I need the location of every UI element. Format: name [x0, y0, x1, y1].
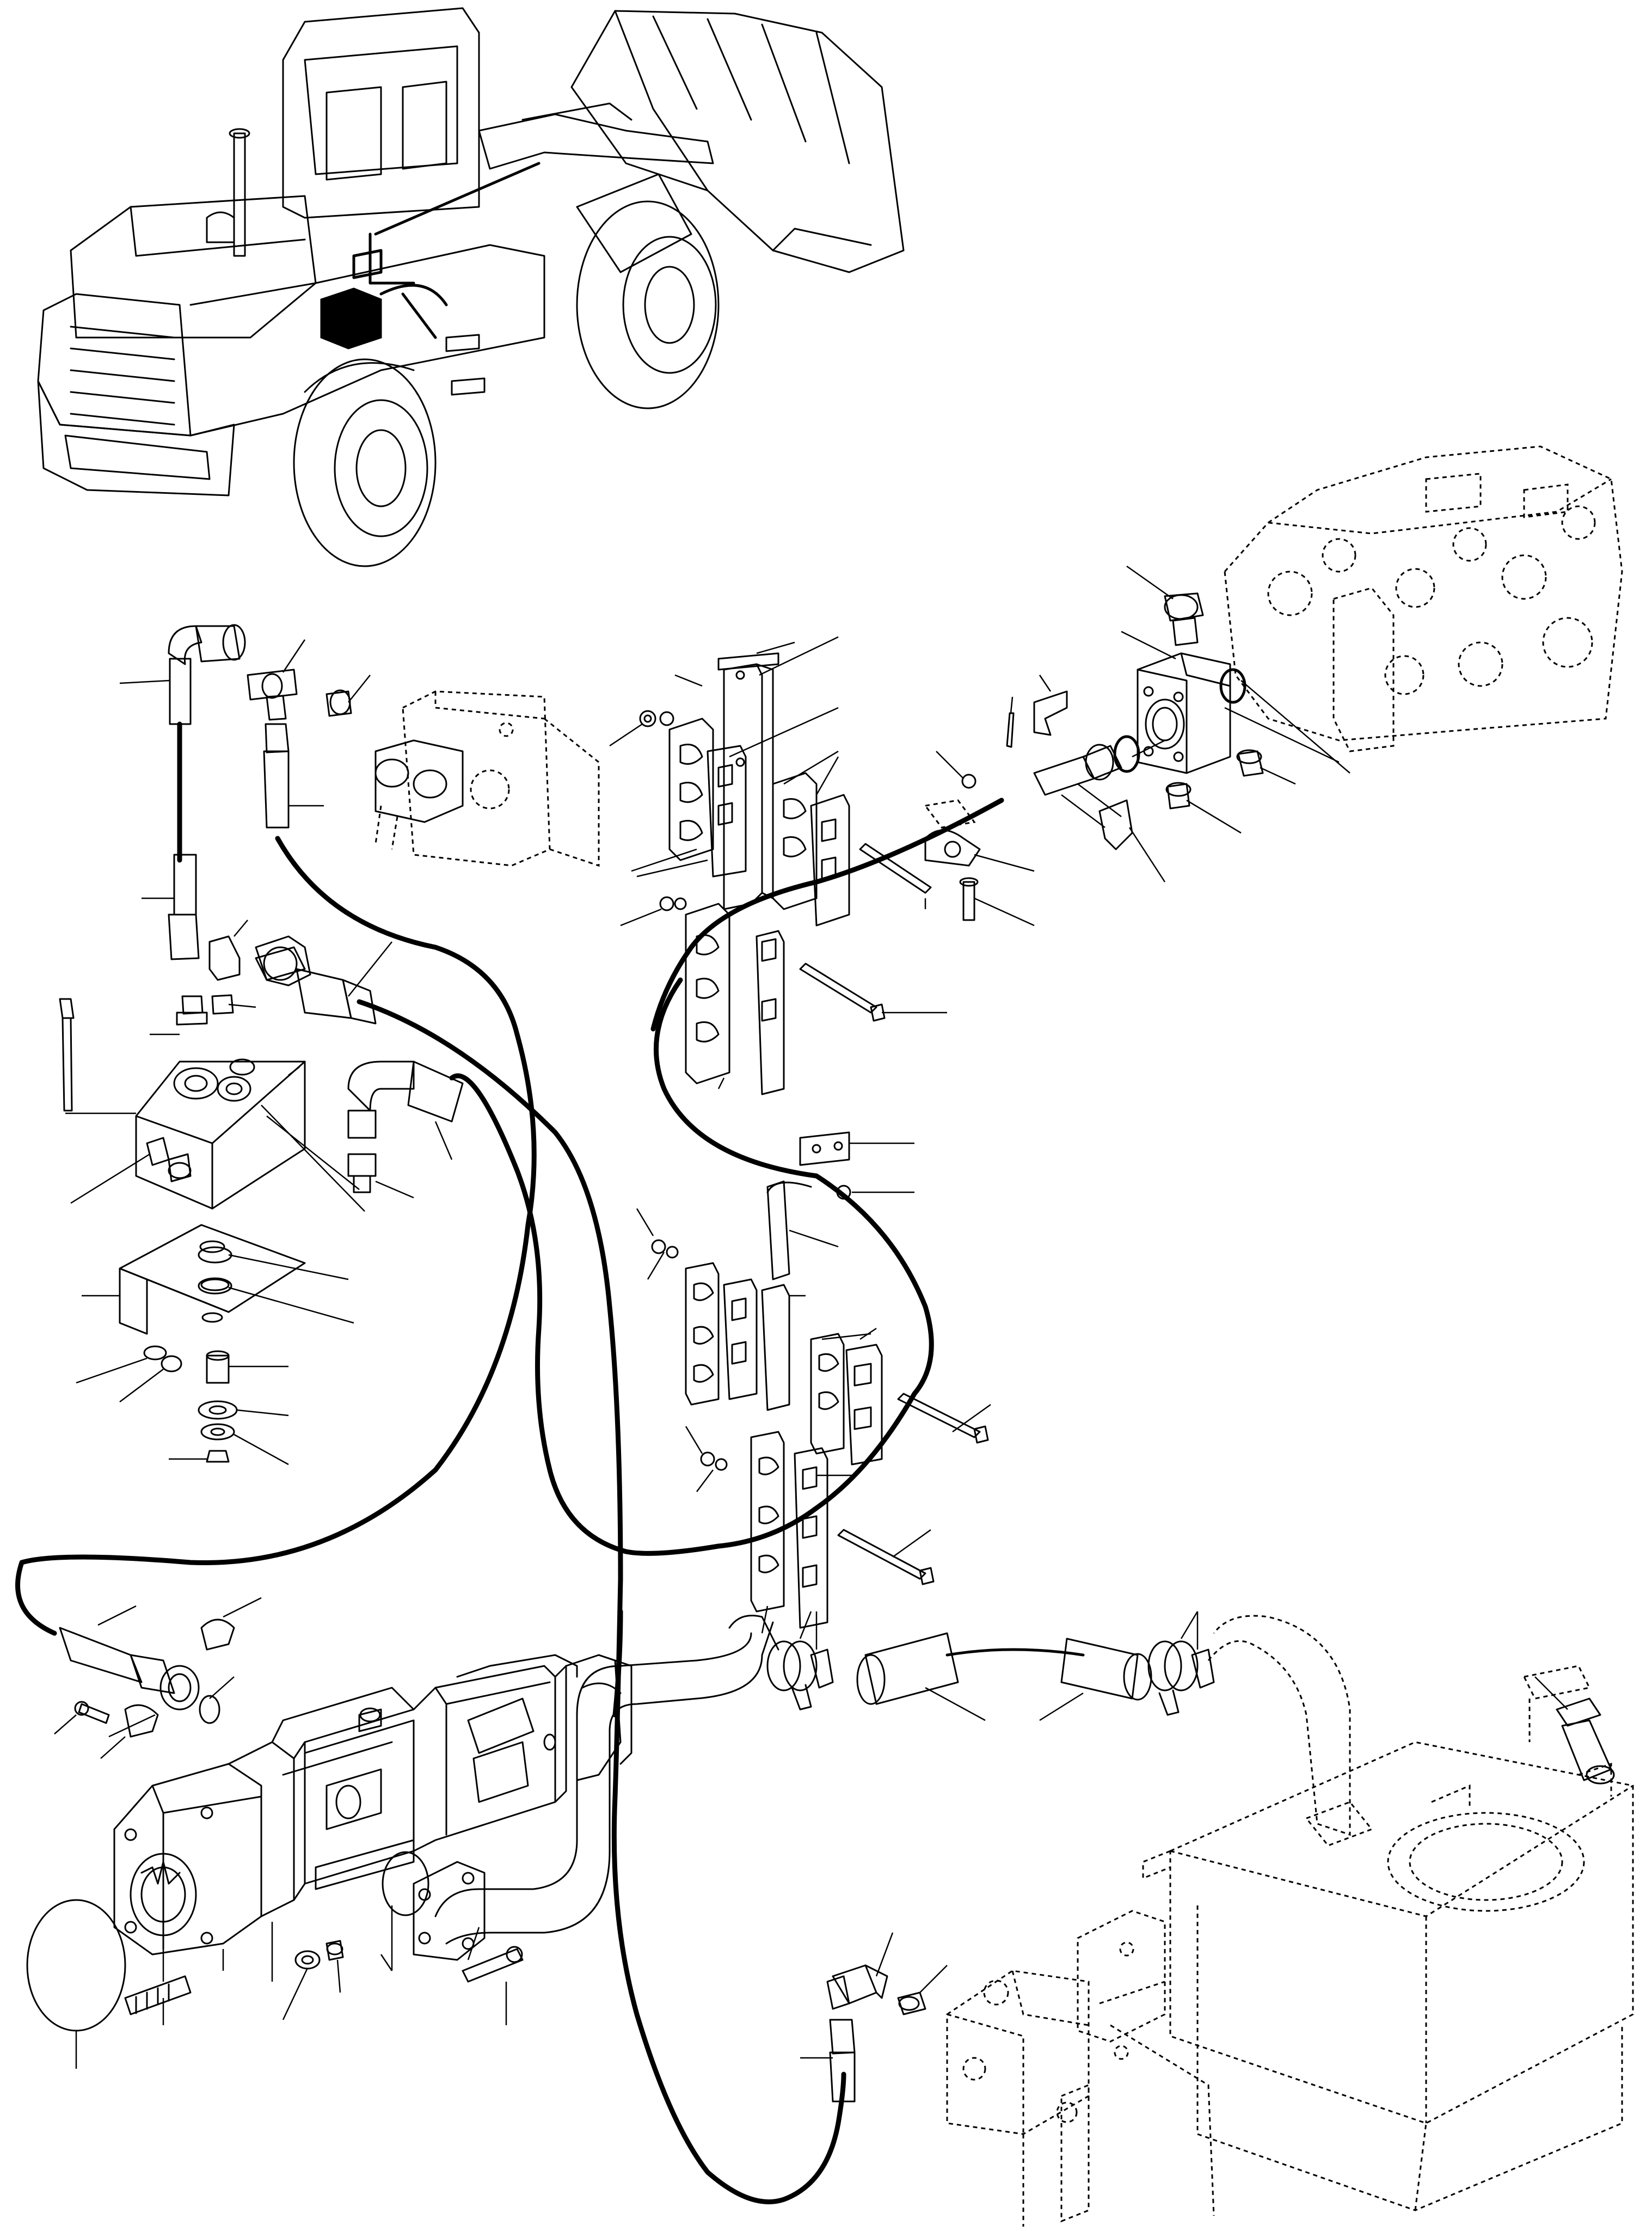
hydraulic-hoses: [15, 721, 1004, 2204]
plug-fitting: [1165, 749, 1296, 834]
mounting-bracket: [82, 1224, 354, 1335]
hydraulic-pump-assembly: [113, 1654, 632, 1982]
control-valve-block: [1224, 445, 1623, 752]
auxiliary-valve: [374, 690, 600, 867]
pump-pressure-hose: [54, 1597, 262, 1759]
p-clamp: [859, 751, 1035, 927]
wheel-loader-illustration: [37, 7, 905, 567]
hydraulic-tank: [1142, 1615, 1634, 2211]
pilot-manifold-block: [65, 1058, 365, 1212]
hose-clamp-set-upper: [609, 636, 947, 1095]
pressure-check-fitting: [1126, 565, 1204, 646]
flange-block: [1121, 630, 1350, 774]
split-flange-and-hose-end: [1006, 675, 1166, 882]
elbow-hose-upper-left: [119, 624, 371, 1035]
fastener-stack: [76, 1345, 289, 1466]
hose-clamp-set-middle: [636, 1131, 991, 1634]
pump-cover-and-pin: [26, 1899, 393, 2069]
steering-elbow-fittings: [800, 1932, 948, 2103]
long-bolt: [59, 998, 75, 1112]
suction-pipe: [380, 1615, 779, 2025]
hose-fittings-middle: [255, 941, 464, 1199]
steering-valve-block: [946, 1910, 1215, 2227]
suction-hose-clamps: [766, 1611, 1215, 1721]
